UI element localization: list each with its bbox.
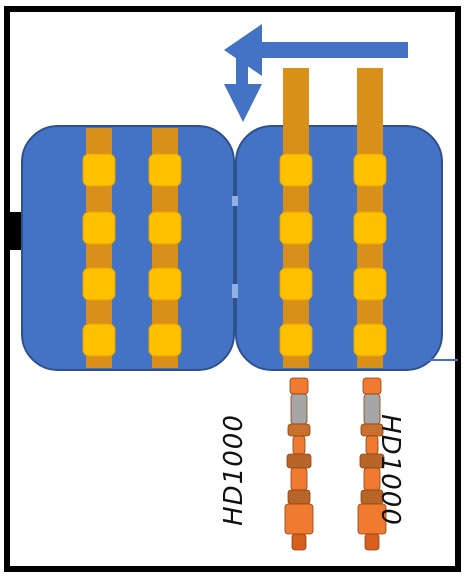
- pad-c3-r1: [279, 153, 313, 187]
- pad-c3-r2: [279, 211, 313, 245]
- pad-c1-r3: [82, 267, 116, 301]
- pad-c3-r4: [279, 323, 313, 357]
- tool-cap: [289, 377, 309, 395]
- pad-c2-r4: [148, 323, 182, 357]
- tool-body: [290, 467, 308, 491]
- pad-c1-r2: [82, 211, 116, 245]
- left-tool-label: HD1000: [218, 414, 249, 526]
- connector-tick-2: [232, 284, 238, 298]
- pad-c1-r1: [82, 153, 116, 187]
- pad-c1-r4: [82, 323, 116, 357]
- pad-c3-r3: [279, 267, 313, 301]
- tool-neck: [292, 435, 306, 455]
- left-module-body: [21, 125, 235, 371]
- right-tool-label: HD1000: [374, 414, 405, 526]
- pad-c4-r1: [353, 153, 387, 187]
- tool-cable-joint: [290, 393, 308, 425]
- right-tool: [357, 377, 387, 551]
- tool-tip: [291, 533, 307, 551]
- vertical-arrow-shaft: [236, 50, 248, 90]
- direction-arrows: [224, 24, 408, 122]
- right-module: [232, 68, 443, 371]
- connector-tick-1: [232, 196, 238, 206]
- tool-base: [284, 503, 314, 535]
- pad-c4-r3: [353, 267, 387, 301]
- horizontal-arrow-shaft: [258, 42, 408, 58]
- tool-nut: [287, 489, 311, 505]
- tool-ring: [287, 423, 311, 437]
- pad-c2-r3: [148, 267, 182, 301]
- tool-collar: [286, 453, 312, 469]
- right-module-body: [235, 125, 443, 371]
- pad-group: [82, 153, 387, 357]
- tool-tip: [364, 533, 380, 551]
- pad-c2-r1: [148, 153, 182, 187]
- pad-c2-r2: [148, 211, 182, 245]
- left-module: [21, 125, 235, 371]
- left-tool: [284, 377, 314, 551]
- down-arrow-head: [224, 84, 262, 122]
- left-edge-tab: [10, 212, 24, 250]
- pad-c4-r2: [353, 211, 387, 245]
- tool-cap: [362, 377, 382, 395]
- pad-c4-r4: [353, 323, 387, 357]
